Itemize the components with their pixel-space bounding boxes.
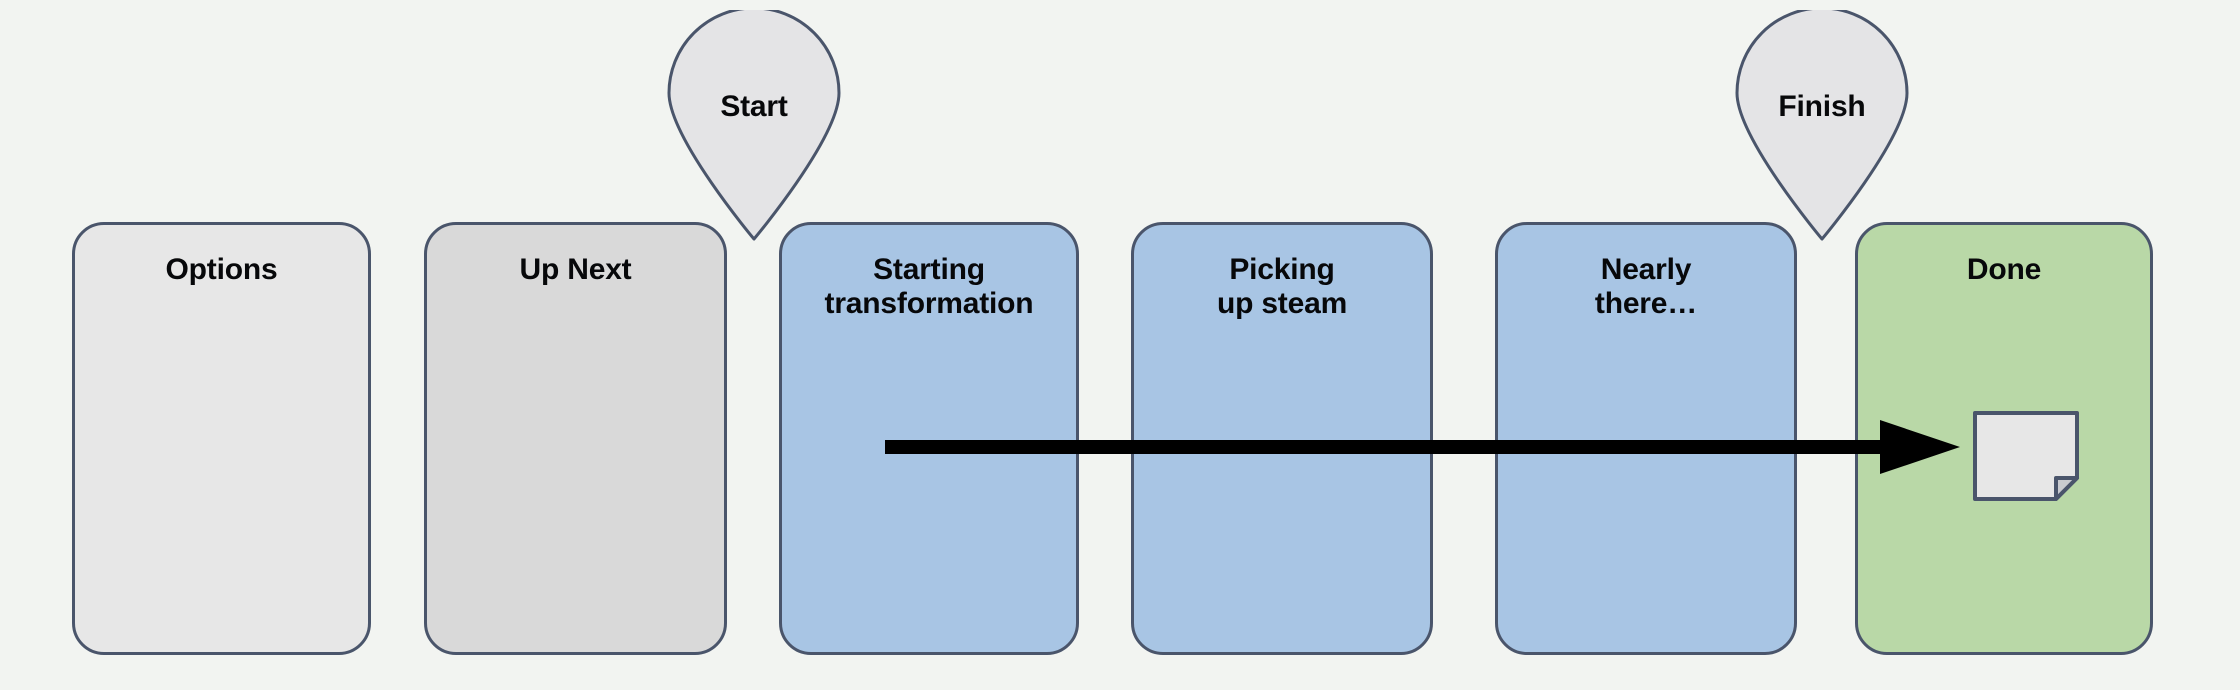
column-title: Options [165, 253, 278, 286]
column-title: Done [1966, 253, 2042, 286]
column-card-options[interactable]: Options [72, 222, 371, 655]
map-pin-icon [1735, 10, 1909, 241]
column-title: Up Next [519, 253, 632, 286]
map-pin-label: Start [720, 90, 788, 123]
map-pin-icon [667, 10, 841, 241]
column-card-nearly-there[interactable]: Nearly there… [1495, 222, 1797, 655]
column-title: Picking up steam [1216, 253, 1348, 320]
sticky-note-fold-icon [2054, 476, 2079, 501]
progress-arrow[interactable] [880, 418, 1965, 476]
column-title: Nearly there… [1594, 253, 1698, 320]
map-pin-finish[interactable]: Finish [1729, 10, 1915, 242]
sticky-note[interactable] [1972, 410, 2080, 502]
map-pin-label: Finish [1778, 90, 1866, 123]
column-card-picking-up-steam[interactable]: Picking up steam [1131, 222, 1433, 655]
arrow-shape [885, 420, 1960, 474]
column-card-up-next[interactable]: Up Next [424, 222, 727, 655]
map-pin-start[interactable]: Start [661, 10, 847, 242]
column-card-starting-transformation[interactable]: Starting transformation [779, 222, 1079, 655]
column-title: Starting transformation [824, 253, 1034, 320]
